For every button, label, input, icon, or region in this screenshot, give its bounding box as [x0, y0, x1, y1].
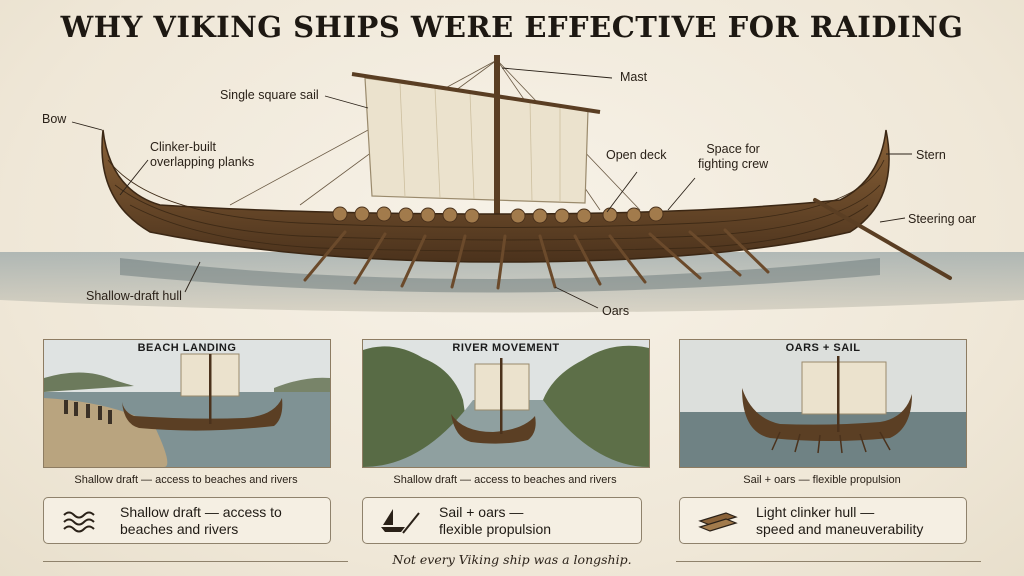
panel-river-movement: RIVER MOVEMENT: [362, 339, 650, 468]
feature-shallow-draft: Shallow draft — access to beaches and ri…: [43, 497, 331, 544]
footer-note: Not every Viking ship was a longship.: [392, 552, 632, 567]
panel-caption: Shallow draft — access to beaches and ri…: [74, 474, 298, 486]
panel-title: BEACH LANDING: [137, 342, 237, 354]
feature-sail-oars: Sail + oars — flexible propulsion: [362, 497, 642, 544]
feature-light-hull: Light clinker hull — speed and maneuvera…: [679, 497, 967, 544]
mast: [494, 55, 500, 225]
panel-title: OARS + SAIL: [785, 342, 861, 354]
panel-beach-landing: BEACH LANDING: [43, 339, 331, 468]
leader-lines: [71, 67, 912, 309]
yard: [351, 72, 601, 114]
water-reflection: [120, 258, 880, 293]
label-mast: Mast: [620, 70, 648, 84]
planks-icon: [698, 512, 738, 532]
divider: [676, 561, 981, 562]
panel-oars-sail: OARS + SAIL: [679, 339, 967, 468]
label-clinker: Clinker-built overlapping planks: [150, 140, 255, 169]
clinker-planks: [107, 159, 885, 252]
divider: [43, 561, 348, 562]
label-sail: Single square sail: [220, 88, 319, 102]
water: [0, 252, 1024, 313]
square-sail: [364, 77, 589, 204]
label-open-deck: Open deck: [606, 148, 667, 162]
hull: [101, 129, 890, 263]
label-fighting-space: Space for fighting crew: [698, 142, 769, 171]
oars: [303, 228, 770, 290]
panel-caption: Sail + oars — flexible propulsion: [743, 474, 901, 486]
shields: [332, 206, 664, 224]
panel-caption: Shallow draft — access to beaches and ri…: [393, 474, 617, 486]
label-oars: Oars: [602, 304, 630, 318]
page-title: WHY VIKING SHIPS WERE EFFECTIVE FOR RAID…: [60, 10, 964, 44]
label-bow: Bow: [42, 112, 67, 126]
feature-text: Shallow draft — access to beaches and ri…: [120, 504, 282, 537]
feature-text: Sail + oars — flexible propulsion: [439, 504, 552, 537]
waves-icon: [63, 511, 95, 533]
panel-title: RIVER MOVEMENT: [452, 342, 560, 354]
steering-oar: [813, 198, 952, 280]
sail-boat-oar-icon: [381, 509, 420, 534]
label-hull: Shallow-draft hull: [86, 289, 182, 303]
longship-illustration: [0, 55, 1024, 313]
label-stern: Stern: [916, 148, 946, 162]
feature-text: Light clinker hull — speed and maneuvera…: [756, 504, 924, 537]
label-steering-oar: Steering oar: [908, 212, 977, 226]
sail-seams: [399, 82, 561, 202]
